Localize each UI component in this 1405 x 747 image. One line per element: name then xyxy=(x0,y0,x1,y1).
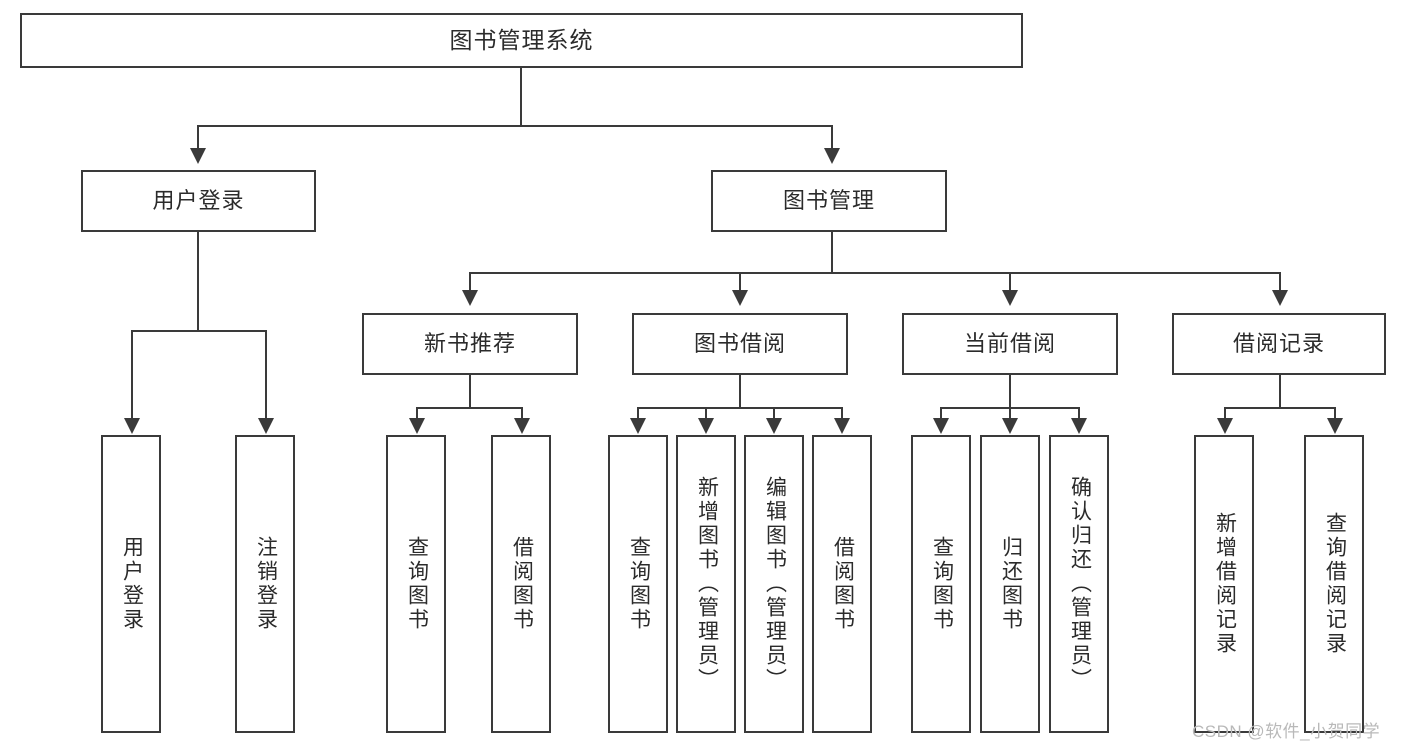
node-label: 当前借阅 xyxy=(963,330,1056,356)
connector-root-stem xyxy=(520,68,522,125)
leaf-borrow-record-add-record[interactable]: 新增借阅记录 xyxy=(1194,435,1254,733)
leaf-new-book-borrow-book[interactable]: 借阅图书 xyxy=(491,435,551,733)
node-label: 用户登录 xyxy=(152,187,245,213)
arrow-user-login-leaf-2-icon xyxy=(258,418,274,434)
connector-book-borrow-stem xyxy=(739,375,741,407)
leaf-new-book-query-book[interactable]: 查询图书 xyxy=(386,435,446,733)
csdn-watermark: CSDN @软件_小贺同学 xyxy=(1192,722,1381,741)
node-label: 图书管理 xyxy=(782,187,875,213)
connector-borrow-record-bar xyxy=(1224,407,1336,409)
arrow-user-login-leaf-1-icon xyxy=(124,418,140,434)
node-label: 图书管理系统 xyxy=(449,26,594,53)
arrow-book-borrow-leaf-4-icon xyxy=(834,418,850,434)
connector-book-borrow-leaf-2 xyxy=(705,407,707,418)
connector-book-mgmt-stem xyxy=(831,232,833,272)
leaf-current-borrow-query-book[interactable]: 查询图书 xyxy=(911,435,971,733)
leaf-label: 新增借阅记录 xyxy=(1213,512,1237,656)
node-root-system[interactable]: 图书管理系统 xyxy=(20,13,1023,68)
leaf-label: 借阅图书 xyxy=(510,536,534,632)
leaf-label: 查询借阅记录 xyxy=(1323,512,1347,656)
leaf-label: 查询图书 xyxy=(405,536,429,632)
leaf-book-borrow-borrow-book[interactable]: 借阅图书 xyxy=(812,435,872,733)
leaf-label: 确认归还（管理员） xyxy=(1068,476,1092,692)
connector-new-book-leaf-1 xyxy=(416,407,418,418)
node-current-borrow[interactable]: 当前借阅 xyxy=(902,313,1118,375)
node-label: 新书推荐 xyxy=(423,330,516,356)
leaf-label: 用户登录 xyxy=(120,536,144,632)
leaf-borrow-record-query-record[interactable]: 查询借阅记录 xyxy=(1304,435,1364,733)
connector-book-borrow-leaf-4 xyxy=(841,407,843,418)
arrow-book-mgmt-to-current-borrow-icon xyxy=(1002,290,1018,306)
leaf-label: 新增图书（管理员） xyxy=(695,476,719,692)
leaf-user-login-login[interactable]: 用户登录 xyxy=(101,435,161,733)
leaf-book-borrow-edit-book[interactable]: 编辑图书（管理员） xyxy=(744,435,804,733)
node-label: 借阅记录 xyxy=(1232,330,1325,356)
node-user-login[interactable]: 用户登录 xyxy=(81,170,316,232)
connector-new-book-bar xyxy=(416,407,523,409)
arrow-book-mgmt-to-book-borrow-icon xyxy=(732,290,748,306)
connector-book-mgmt-to-borrow-record xyxy=(1279,272,1281,290)
connector-current-borrow-leaf-2 xyxy=(1009,407,1011,418)
node-book-management[interactable]: 图书管理 xyxy=(711,170,947,232)
node-label: 图书借阅 xyxy=(693,330,786,356)
connector-user-login-leaf-2 xyxy=(265,330,267,418)
leaf-current-borrow-return-book[interactable]: 归还图书 xyxy=(980,435,1040,733)
arrow-borrow-record-leaf-1-icon xyxy=(1217,418,1233,434)
leaf-user-login-logout[interactable]: 注销登录 xyxy=(235,435,295,733)
arrow-borrow-record-leaf-2-icon xyxy=(1327,418,1343,434)
arrow-book-mgmt-to-borrow-record-icon xyxy=(1272,290,1288,306)
arrow-current-borrow-leaf-3-icon xyxy=(1071,418,1087,434)
leaf-book-borrow-query-book[interactable]: 查询图书 xyxy=(608,435,668,733)
arrow-book-borrow-leaf-2-icon xyxy=(698,418,714,434)
arrow-book-borrow-leaf-1-icon xyxy=(630,418,646,434)
leaf-label: 查询图书 xyxy=(627,536,651,632)
arrow-root-to-user-login-icon xyxy=(190,148,206,164)
arrow-book-borrow-leaf-3-icon xyxy=(766,418,782,434)
connector-root-to-book-mgmt xyxy=(831,125,833,148)
arrow-current-borrow-leaf-1-icon xyxy=(933,418,949,434)
leaf-label: 归还图书 xyxy=(999,536,1023,632)
leaf-label: 注销登录 xyxy=(254,536,278,632)
connector-root-to-user-login xyxy=(197,125,199,148)
leaf-book-borrow-add-book[interactable]: 新增图书（管理员） xyxy=(676,435,736,733)
leaf-current-borrow-confirm-return[interactable]: 确认归还（管理员） xyxy=(1049,435,1109,733)
arrow-root-to-book-mgmt-icon xyxy=(824,148,840,164)
node-borrow-record[interactable]: 借阅记录 xyxy=(1172,313,1386,375)
leaf-label: 编辑图书（管理员） xyxy=(763,476,787,692)
arrow-new-book-leaf-2-icon xyxy=(514,418,530,434)
connector-book-mgmt-to-book-borrow xyxy=(739,272,741,290)
connector-book-mgmt-to-current-borrow xyxy=(1009,272,1011,290)
arrow-new-book-leaf-1-icon xyxy=(409,418,425,434)
connector-book-borrow-bar xyxy=(637,407,842,409)
connector-book-mgmt-bar xyxy=(469,272,1281,274)
connector-current-borrow-leaf-1 xyxy=(940,407,942,418)
connector-new-book-leaf-2 xyxy=(521,407,523,418)
connector-current-borrow-leaf-3 xyxy=(1078,407,1080,418)
connector-root-bar xyxy=(197,125,833,127)
arrow-book-mgmt-to-new-book-icon xyxy=(462,290,478,306)
leaf-label: 查询图书 xyxy=(930,536,954,632)
connector-book-mgmt-to-new-book xyxy=(469,272,471,290)
connector-user-login-bar xyxy=(131,330,266,332)
leaf-label: 借阅图书 xyxy=(831,536,855,632)
connector-user-login-leaf-1 xyxy=(131,330,133,418)
node-new-book-recommend[interactable]: 新书推荐 xyxy=(362,313,578,375)
connector-borrow-record-stem xyxy=(1279,375,1281,407)
node-book-borrow[interactable]: 图书借阅 xyxy=(632,313,848,375)
connector-book-borrow-leaf-1 xyxy=(637,407,639,418)
connector-book-borrow-leaf-3 xyxy=(773,407,775,418)
arrow-current-borrow-leaf-2-icon xyxy=(1002,418,1018,434)
connector-borrow-record-leaf-1 xyxy=(1224,407,1226,418)
connector-new-book-stem xyxy=(469,375,471,407)
connector-user-login-stem xyxy=(197,232,199,330)
connector-current-borrow-stem xyxy=(1009,375,1011,407)
connector-borrow-record-leaf-2 xyxy=(1334,407,1336,418)
